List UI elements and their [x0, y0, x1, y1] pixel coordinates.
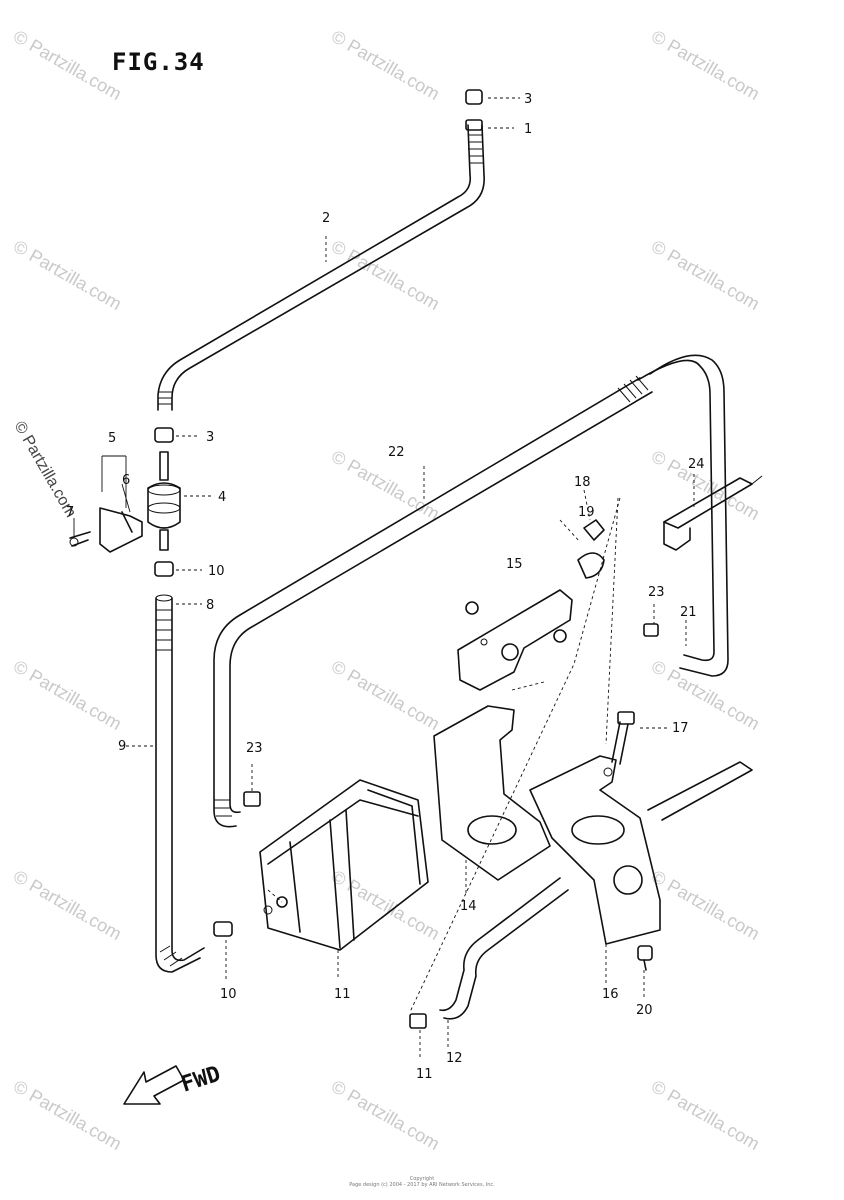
clamp-3 — [154, 427, 174, 443]
callout-label: 11 — [416, 1067, 433, 1082]
callout-label: 10 — [208, 564, 225, 579]
footer-line1: Copyright — [409, 1176, 435, 1182]
bracket-lines — [73, 455, 131, 536]
callout-label: 1 — [524, 122, 532, 137]
watermark-text: © Partzilla.com — [10, 1076, 125, 1154]
watermark-text: © Partzilla.com — [328, 26, 443, 104]
hose-vertical — [155, 594, 205, 973]
callout-label: 10 — [220, 987, 237, 1002]
fwd-label: FWD — [178, 1062, 224, 1098]
callout-label: 11 — [334, 987, 351, 1002]
callout-label: 8 — [206, 598, 214, 613]
footer-line2: Page design (c) 2004 - 2017 by ARI Netwo… — [349, 1182, 495, 1188]
callout-label: 21 — [680, 605, 697, 620]
callout-label: 16 — [602, 987, 619, 1002]
clamp-23-right — [643, 623, 659, 637]
clamp-10-lower — [213, 921, 233, 937]
footer-copyright: Copyright Page design (c) 2004 - 2017 by… — [0, 1176, 844, 1188]
part-24 — [663, 475, 763, 551]
watermark-text: © Partzilla.com — [328, 1076, 443, 1154]
clamp-10 — [154, 561, 174, 577]
watermark-text: © Partzilla.com — [648, 26, 763, 104]
watermark-text: © Partzilla.com — [648, 236, 763, 314]
callout-label: 5 — [108, 431, 116, 446]
watermark-text: © Partzilla.com — [648, 656, 763, 734]
callout-label: 19 — [578, 505, 595, 520]
callout-label: 6 — [122, 473, 130, 488]
bolt-20 — [637, 945, 653, 971]
canister — [259, 779, 429, 951]
callout-label: 3 — [206, 430, 214, 445]
callout-label: 20 — [636, 1003, 653, 1018]
callout-label: 24 — [688, 457, 705, 472]
forward-arrow: FWD — [123, 1062, 224, 1105]
leader-lines — [120, 97, 695, 1060]
callout-label: 14 — [460, 899, 477, 914]
watermark-text: © Partzilla.com — [10, 236, 125, 314]
watermark-text: © Partzilla.com — [328, 656, 443, 734]
watermark-text: © Partzilla.com — [10, 866, 125, 944]
callout-label: 4 — [218, 490, 226, 505]
parts-18-19 — [577, 519, 605, 579]
callout-label: 23 — [648, 585, 665, 600]
hose-upper — [157, 89, 485, 411]
callout-label: 22 — [388, 445, 405, 460]
clamp-23-left — [243, 791, 261, 807]
watermark-text: © Partzilla.com — [10, 26, 125, 104]
bolt-17 — [611, 711, 635, 765]
watermark-text: © Partzilla.com — [328, 236, 443, 314]
callout-label: 17 — [672, 721, 689, 736]
callout-label: 18 — [574, 475, 591, 490]
callout-label: 3 — [524, 92, 532, 107]
watermark-text: © Partzilla.com — [648, 1076, 763, 1154]
callout-label: 15 — [506, 557, 523, 572]
bracket-15 — [457, 589, 573, 691]
hose-22 — [213, 354, 729, 828]
bracket-14 — [433, 705, 551, 881]
callout-label: 23 — [246, 741, 263, 756]
watermark-text: © Partzilla.com — [328, 446, 443, 524]
filter-bracket — [69, 507, 143, 553]
watermark-text: © Partzilla.com — [648, 866, 763, 944]
callout-label: 7 — [66, 505, 74, 520]
hose-12 — [409, 877, 569, 1029]
watermark-text: © Partzilla.com — [328, 866, 443, 944]
watermark-text: © Partzilla.com — [10, 656, 125, 734]
figure-title: FIG.34 — [112, 48, 205, 76]
callout-label: 9 — [118, 739, 126, 754]
callout-label: 2 — [322, 211, 330, 226]
callout-label: 12 — [446, 1051, 463, 1066]
fuel-filter — [147, 451, 181, 551]
